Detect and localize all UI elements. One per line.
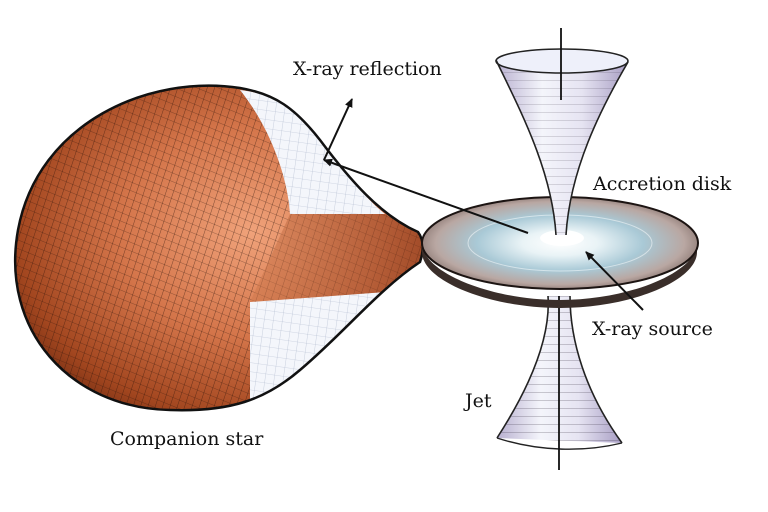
label-xray-reflection: X-ray reflection (293, 58, 442, 80)
companion-star (13, 84, 424, 412)
label-companion-star: Companion star (110, 428, 264, 450)
jet-lower (496, 295, 623, 470)
label-xray-source: X-ray source (592, 318, 713, 340)
source-pointer-arrow (585, 251, 644, 311)
label-accretion-disk: Accretion disk (593, 173, 732, 195)
jet-upper (495, 28, 629, 236)
label-jet: Jet (465, 390, 492, 412)
disk-rim (422, 243, 697, 308)
star-shading (15, 85, 423, 411)
xray-ray-arrow (323, 158, 529, 234)
arrows (323, 98, 644, 311)
reflection-arrow (323, 98, 353, 161)
star-neck (250, 214, 423, 302)
xray-source-point (540, 230, 584, 246)
